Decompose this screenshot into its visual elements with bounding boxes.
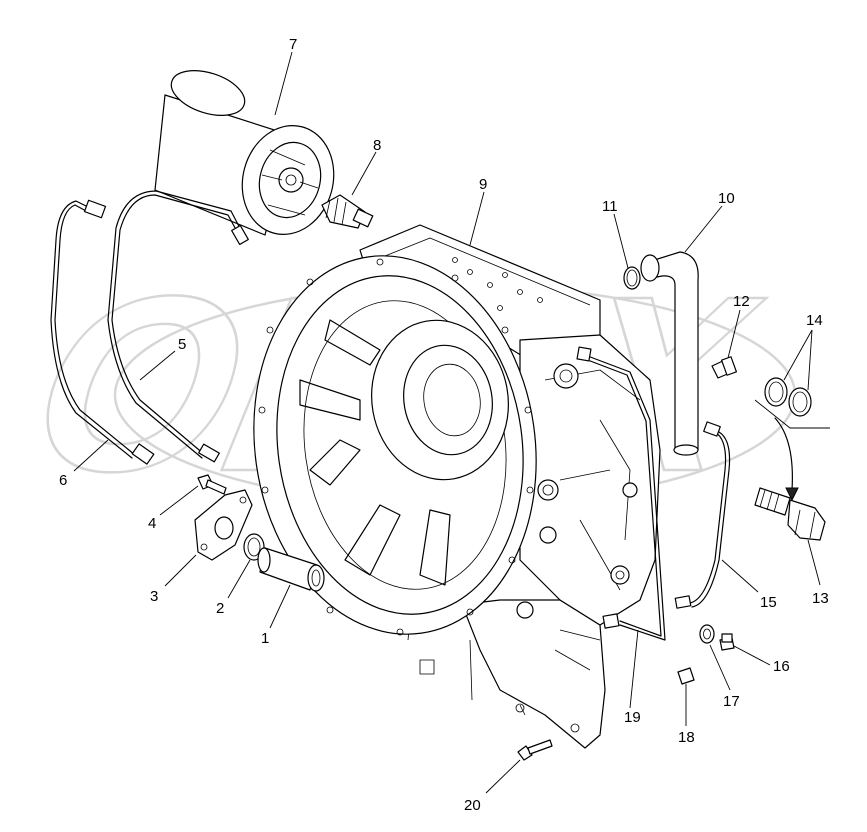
pipe-19 bbox=[576, 346, 666, 641]
bolt-4 bbox=[197, 474, 227, 495]
pipe-5 bbox=[107, 190, 249, 463]
oil-filter bbox=[154, 70, 335, 236]
o-rings-14 bbox=[764, 377, 812, 417]
plug-18 bbox=[677, 667, 695, 685]
callout-15: 15 bbox=[760, 594, 777, 611]
callout-1: 1 bbox=[261, 630, 269, 647]
callout-2: 2 bbox=[216, 600, 224, 617]
plug-13 bbox=[754, 487, 826, 541]
callout-13: 13 bbox=[812, 590, 829, 607]
callout-9: 9 bbox=[479, 176, 487, 193]
callout-18: 18 bbox=[678, 729, 695, 746]
sleeve-1 bbox=[257, 547, 325, 592]
callouts: 7 8 9 11 10 12 14 5 6 4 3 2 1 15 13 16 1… bbox=[59, 36, 829, 814]
cover-3 bbox=[194, 489, 253, 561]
pipe-15 bbox=[674, 421, 731, 609]
callout-12: 12 bbox=[733, 293, 750, 310]
transmission-housing bbox=[253, 224, 661, 749]
bolt-20 bbox=[517, 739, 553, 761]
callout-8: 8 bbox=[373, 137, 381, 154]
callout-10: 10 bbox=[718, 190, 735, 207]
callout-6: 6 bbox=[59, 472, 67, 489]
callout-5: 5 bbox=[178, 336, 186, 353]
callout-16: 16 bbox=[773, 658, 790, 675]
callout-11: 11 bbox=[602, 198, 618, 215]
pipe-10 bbox=[640, 251, 699, 456]
pipe-6 bbox=[50, 199, 155, 465]
o-ring-11 bbox=[623, 266, 641, 290]
plug-12 bbox=[711, 356, 738, 379]
callout-19: 19 bbox=[624, 709, 641, 726]
callout-4: 4 bbox=[148, 515, 156, 532]
callout-14: 14 bbox=[806, 312, 823, 329]
callout-20: 20 bbox=[464, 797, 481, 814]
bell-flange bbox=[253, 255, 537, 636]
fitting-8 bbox=[321, 194, 374, 229]
washer-17 bbox=[699, 624, 715, 644]
leader-lines bbox=[73, 51, 821, 794]
callout-3: 3 bbox=[150, 588, 158, 605]
plug-16 bbox=[719, 633, 735, 651]
callout-17: 17 bbox=[723, 693, 740, 710]
callout-7: 7 bbox=[289, 36, 297, 53]
